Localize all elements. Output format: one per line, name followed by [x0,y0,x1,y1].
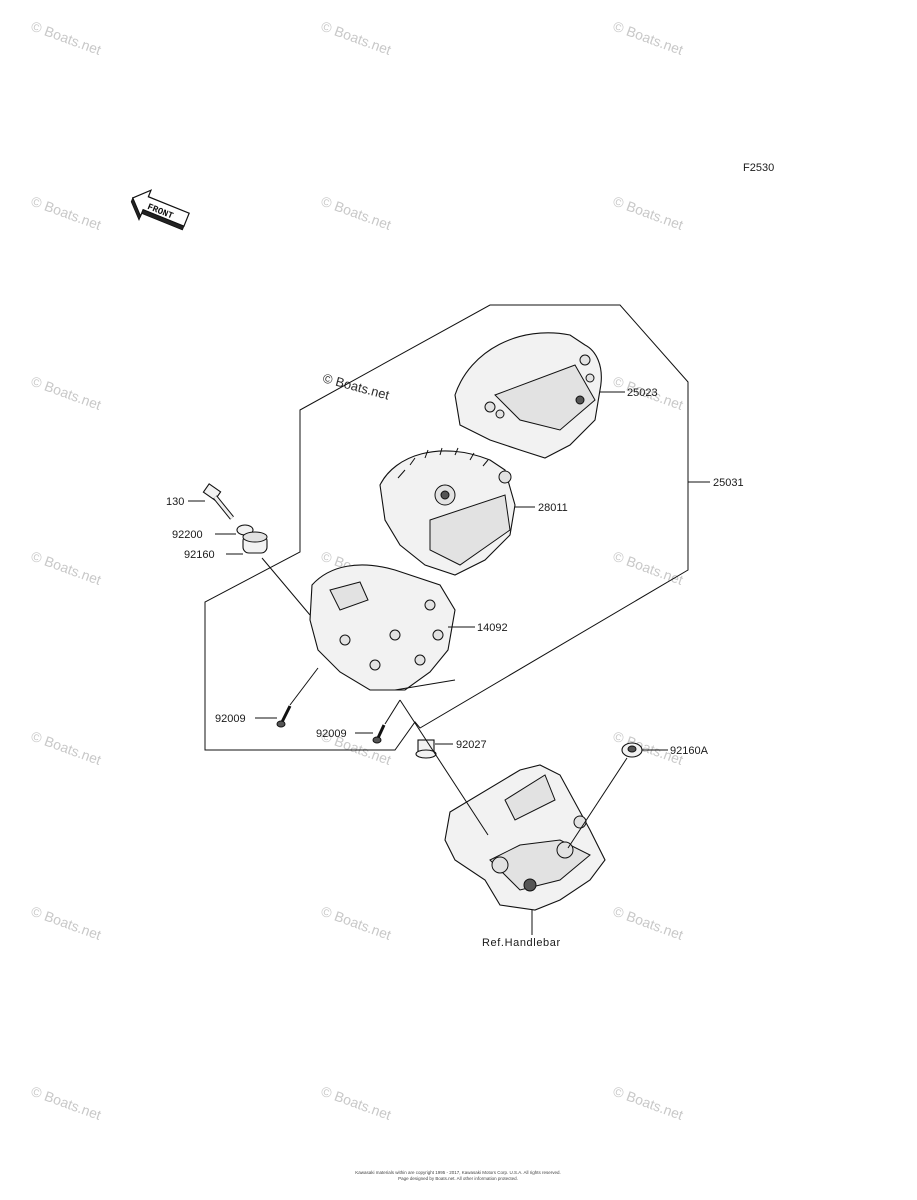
damper-92160a [621,742,643,758]
watermark: © Boats.net [319,193,394,233]
watermark: © Boats.net [29,373,104,413]
assembly-outline [204,304,689,751]
meter-bracket [444,764,606,911]
callout-92160a: 92160A [670,745,709,757]
watermark: © Boats.net [29,193,104,233]
watermark: © Boats.net [29,728,104,768]
callout-28011: 28011 [538,502,568,514]
watermark: © Boats.net [29,18,104,58]
collar-92027 [415,739,437,759]
callout-92009-a: 92009 [215,713,246,725]
watermark: © Boats.net [611,1083,686,1123]
watermark-dark: © Boats.net [321,370,391,402]
callout-92009-b: 92009 [316,728,347,740]
meter-case [309,564,456,691]
watermark: © Boats.net [611,193,686,233]
watermark: © Boats.net [29,1083,104,1123]
screw-92009-a [276,705,292,728]
watermark: © Boats.net [611,18,686,58]
callout-130: 130 [166,496,184,508]
callout-25031: 25031 [713,477,744,489]
callout-14092: 14092 [477,622,508,634]
watermark: © Boats.net [319,903,394,943]
damper-92160 [242,531,268,554]
front-arrow-icon: FRONT [130,189,190,231]
callout-92027: 92027 [456,739,487,751]
meter-unit [379,447,516,576]
callout-92160: 92160 [184,549,215,561]
watermark: © Boats.net [319,18,394,58]
callout-25023: 25023 [627,387,658,399]
callout-92200: 92200 [172,529,203,541]
watermark: © Boats.net [29,903,104,943]
screw-92009-b [372,724,386,744]
bolt-130 [202,483,234,520]
upper-cover [454,332,602,459]
watermark: © Boats.net [611,548,686,588]
watermark: © Boats.net [611,903,686,943]
footer-copyright: Kawasaki materials within are copyright … [355,1170,561,1175]
footer-note: Page designed by Boats.net. All other in… [398,1176,518,1181]
leader-lines [188,391,710,935]
diagram-code: F2530 [743,162,774,174]
watermark: © Boats.net [29,548,104,588]
callout-ref-handlebar: Ref.Handlebar [482,937,561,949]
watermark: © Boats.net [319,1083,394,1123]
